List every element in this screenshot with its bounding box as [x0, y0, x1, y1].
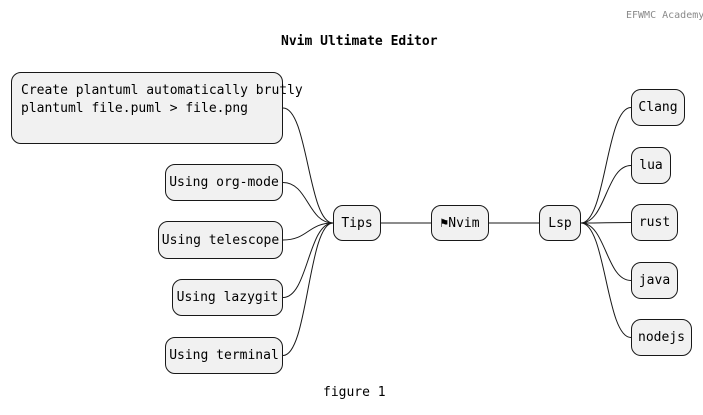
leaf-node-label: Clang	[638, 100, 678, 115]
diagram-title: Nvim Ultimate Editor	[281, 34, 438, 49]
leaf-node-label: java	[638, 273, 671, 288]
leaf-node-nodejs: nodejs	[631, 319, 692, 356]
leaf-node-using-org-mode: Using org-mode	[165, 164, 283, 201]
branch-node-label: Tips	[341, 215, 373, 231]
leaf-node-clang: Clang	[631, 89, 685, 126]
leaf-node-label: lua	[639, 158, 663, 173]
root-node-nvim: ⚑Nvim	[431, 205, 489, 241]
leaf-node-line: plantuml file.puml > file.png	[21, 101, 248, 116]
leaf-node-rust: rust	[631, 204, 678, 241]
leaf-node-label: Using terminal	[169, 348, 279, 363]
leaf-node-label: Using org-mode	[169, 175, 279, 190]
leaf-node-using-telescope: Using telescope	[158, 221, 283, 259]
edge-lsp-leaf	[580, 165, 632, 224]
leaf-node-using-lazygit: Using lazygit	[172, 279, 283, 316]
branch-node-tips: Tips	[333, 205, 381, 241]
leaf-node-java: java	[631, 262, 678, 299]
leaf-node-create-plantuml: Create plantuml automatically brutly pla…	[11, 72, 303, 144]
edge-tips-leaf	[282, 182, 334, 224]
edge-lsp-leaf	[580, 222, 632, 281]
leaf-node-label: Using telescope	[161, 232, 280, 248]
leaf-node-lua: lua	[631, 147, 671, 184]
header-label: EFWMC Academy	[626, 10, 703, 21]
edge-tips-leaf	[282, 222, 334, 298]
branch-node-label: Lsp	[548, 215, 572, 231]
edge-tips-leaf	[282, 222, 334, 241]
edge-lsp-leaf	[580, 222, 632, 224]
branch-node-lsp: Lsp	[539, 205, 581, 241]
leaf-node-line: Create plantuml automatically brutly	[21, 83, 303, 98]
leaf-node-label: rust	[638, 215, 671, 230]
leaf-node-using-terminal: Using terminal	[165, 337, 283, 374]
leaf-node-label: Using lazygit	[176, 290, 279, 305]
root-node-label: ⚑Nvim	[440, 215, 480, 231]
edge-lsp-leaf	[580, 222, 632, 338]
edge-tips-leaf	[282, 107, 334, 224]
leaf-node-label: nodejs	[638, 330, 685, 345]
figure-caption: figure 1	[323, 385, 386, 400]
edge-tips-leaf	[282, 222, 334, 356]
edge-lsp-leaf	[580, 107, 632, 224]
